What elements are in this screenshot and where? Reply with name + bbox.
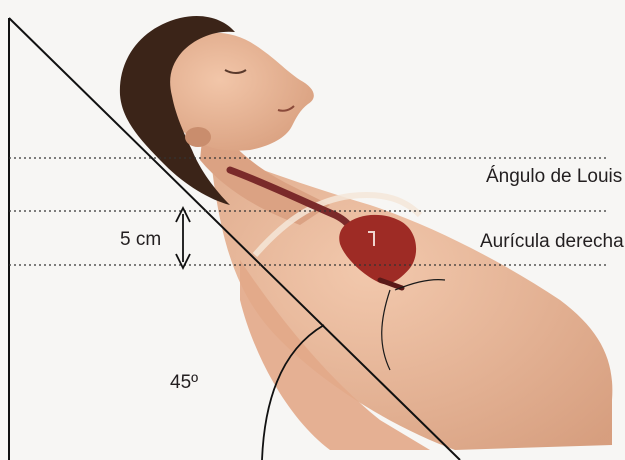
label-angulo-de-louis: Ángulo de Louis — [486, 166, 622, 188]
label-angle: 45º — [170, 372, 198, 394]
ear — [185, 127, 211, 147]
label-distance: 5 cm — [120, 229, 161, 251]
label-auricula-derecha: Aurícula derecha — [480, 231, 624, 253]
